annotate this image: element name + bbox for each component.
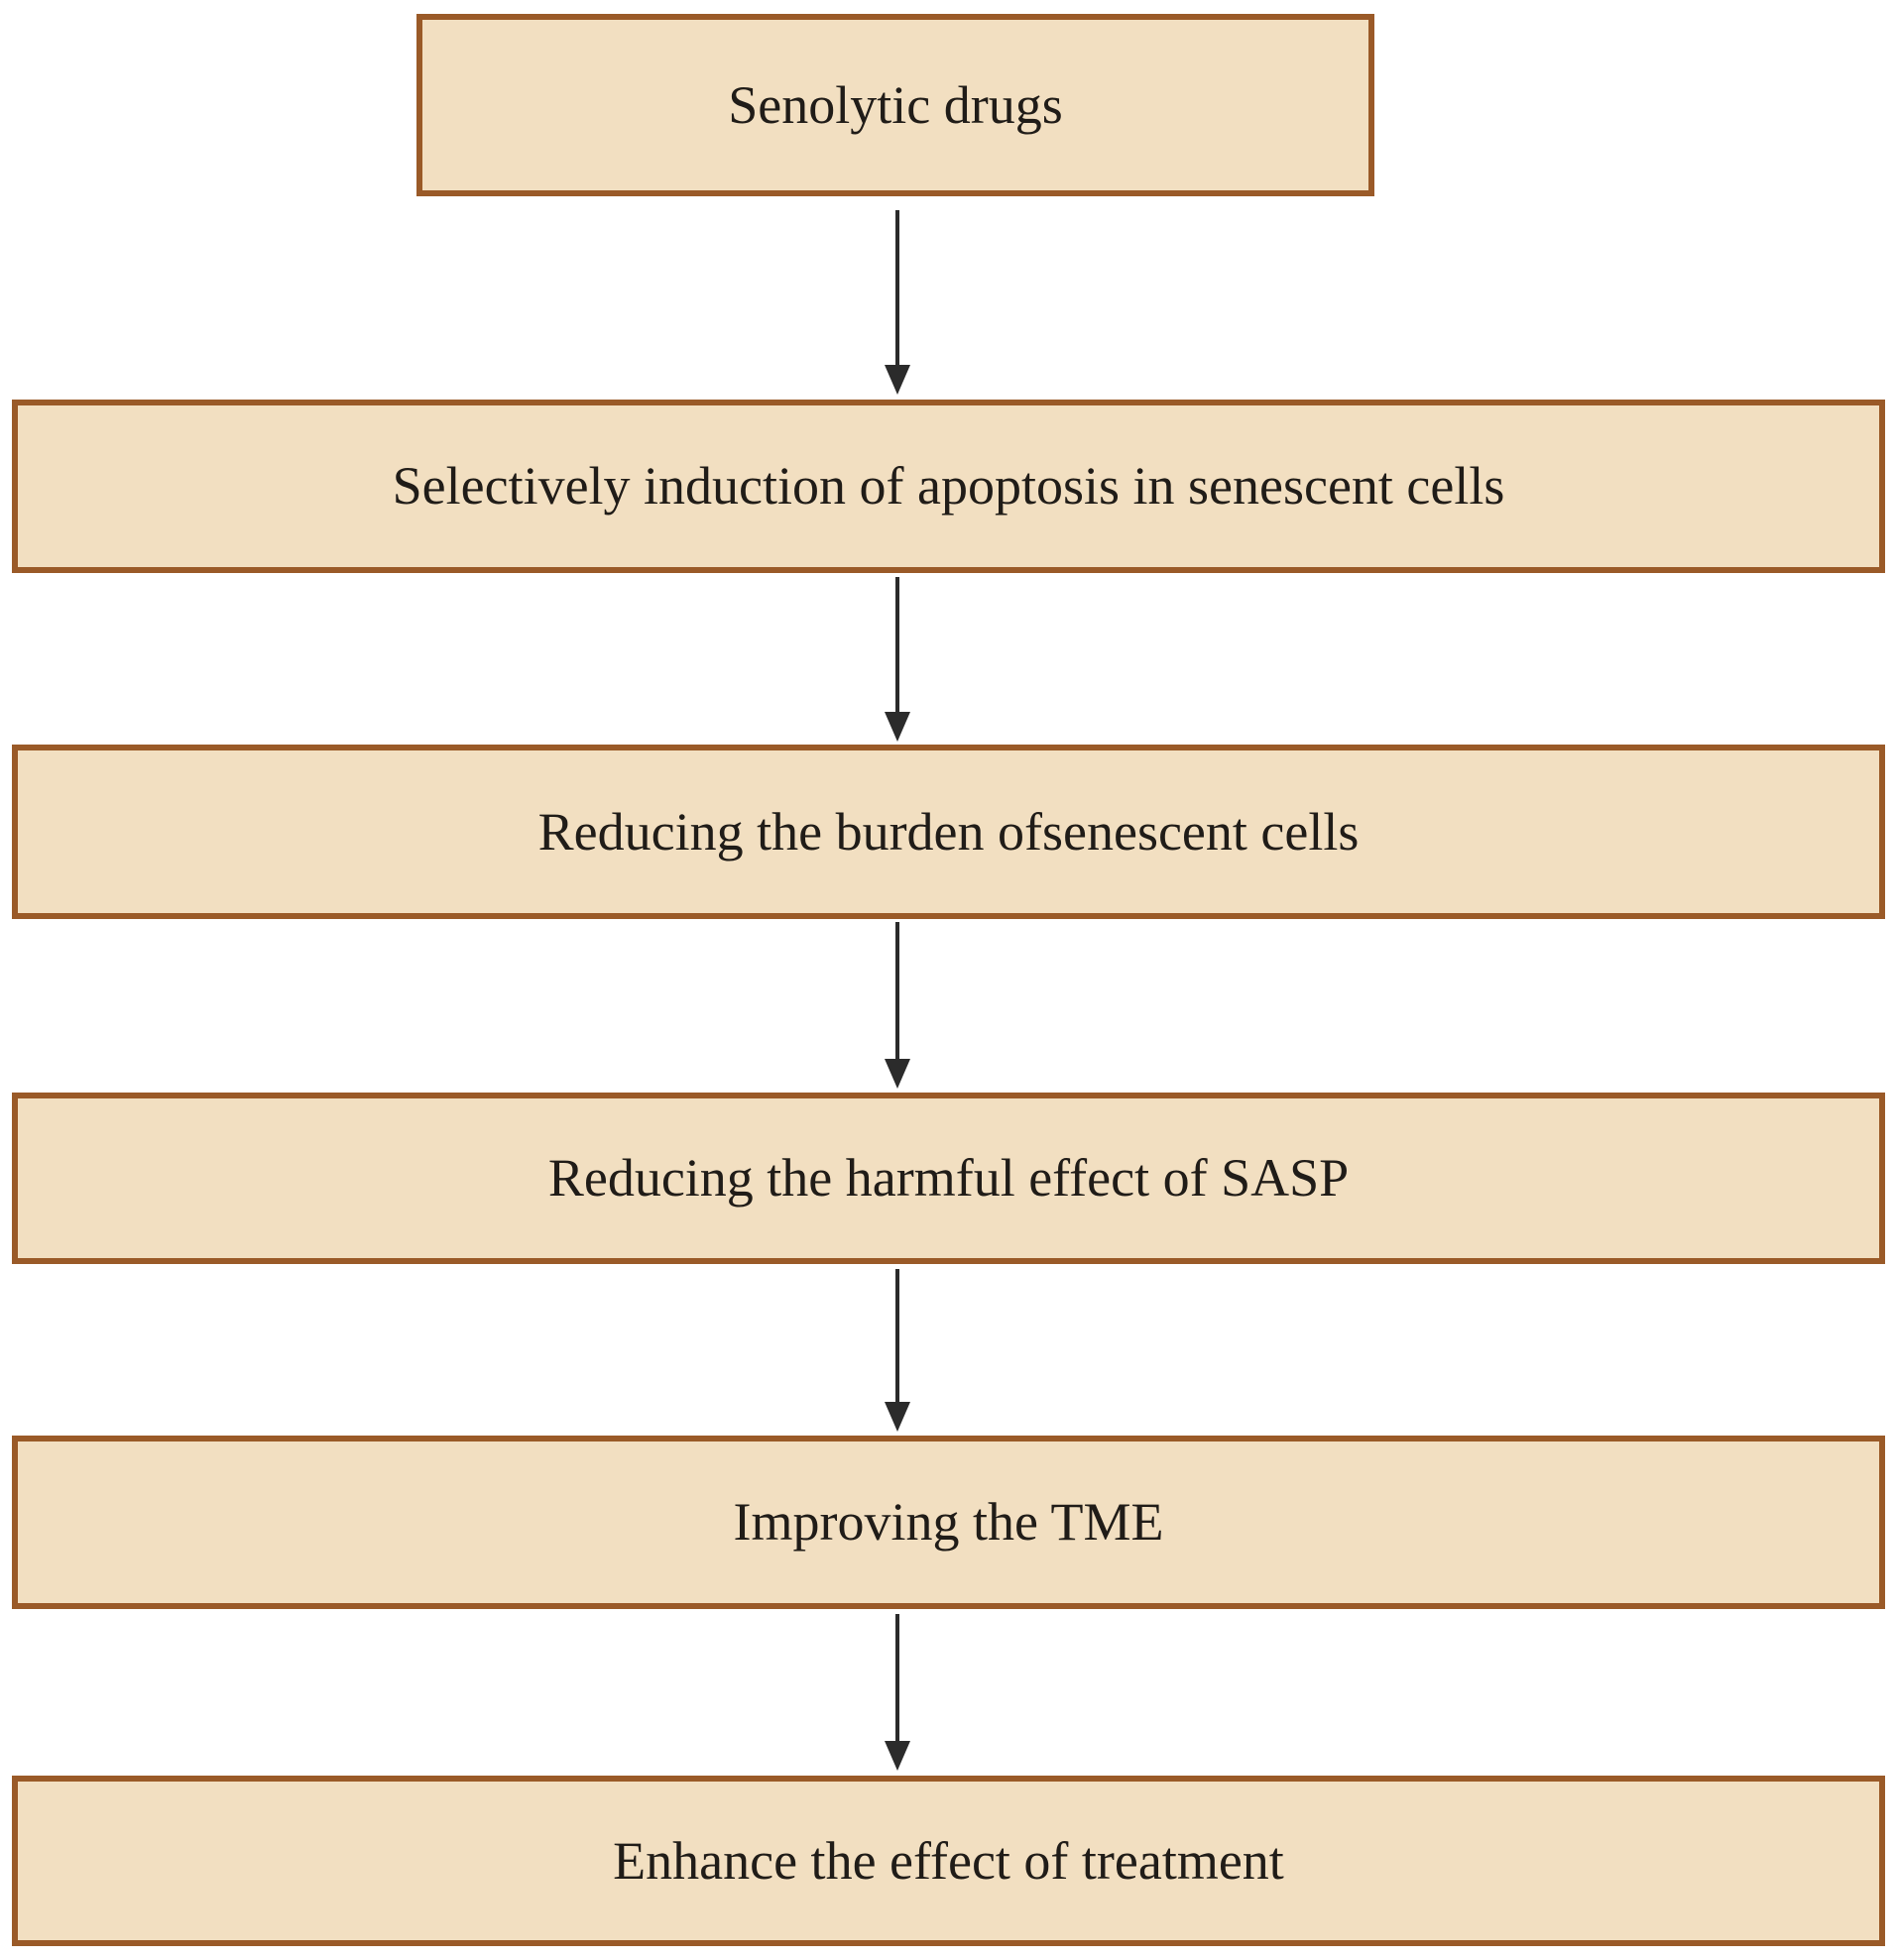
flow-node-improve-tme: Improving the TME [12,1436,1885,1609]
arrow-down-1 [885,210,910,395]
node-label-reduce-sasp-harm: Reducing the harmful effect of SASP [547,1148,1350,1209]
node-label-improve-tme: Improving the TME [733,1492,1164,1553]
flow-node-senolytic-drugs: Senolytic drugs [416,14,1374,196]
flow-node-selective-apoptosis: Selectively induction of apoptosis in se… [12,400,1885,573]
node-label-enhance-treatment: Enhance the effect of treatment [613,1830,1284,1891]
flow-node-reduce-sasp-harm: Reducing the harmful effect of SASP [12,1093,1885,1264]
arrow-down-2 [885,577,910,742]
flow-node-enhance-treatment: Enhance the effect of treatment [12,1776,1885,1946]
flow-node-reduce-burden: Reducing the burden ofsenescent cells [12,745,1885,919]
node-label-senolytic-drugs: Senolytic drugs [728,74,1063,135]
node-label-selective-apoptosis: Selectively induction of apoptosis in se… [392,456,1505,517]
arrow-down-5 [885,1614,910,1771]
arrow-down-3 [885,922,910,1089]
arrow-down-4 [885,1269,910,1432]
node-label-reduce-burden: Reducing the burden ofsenescent cells [537,801,1360,862]
